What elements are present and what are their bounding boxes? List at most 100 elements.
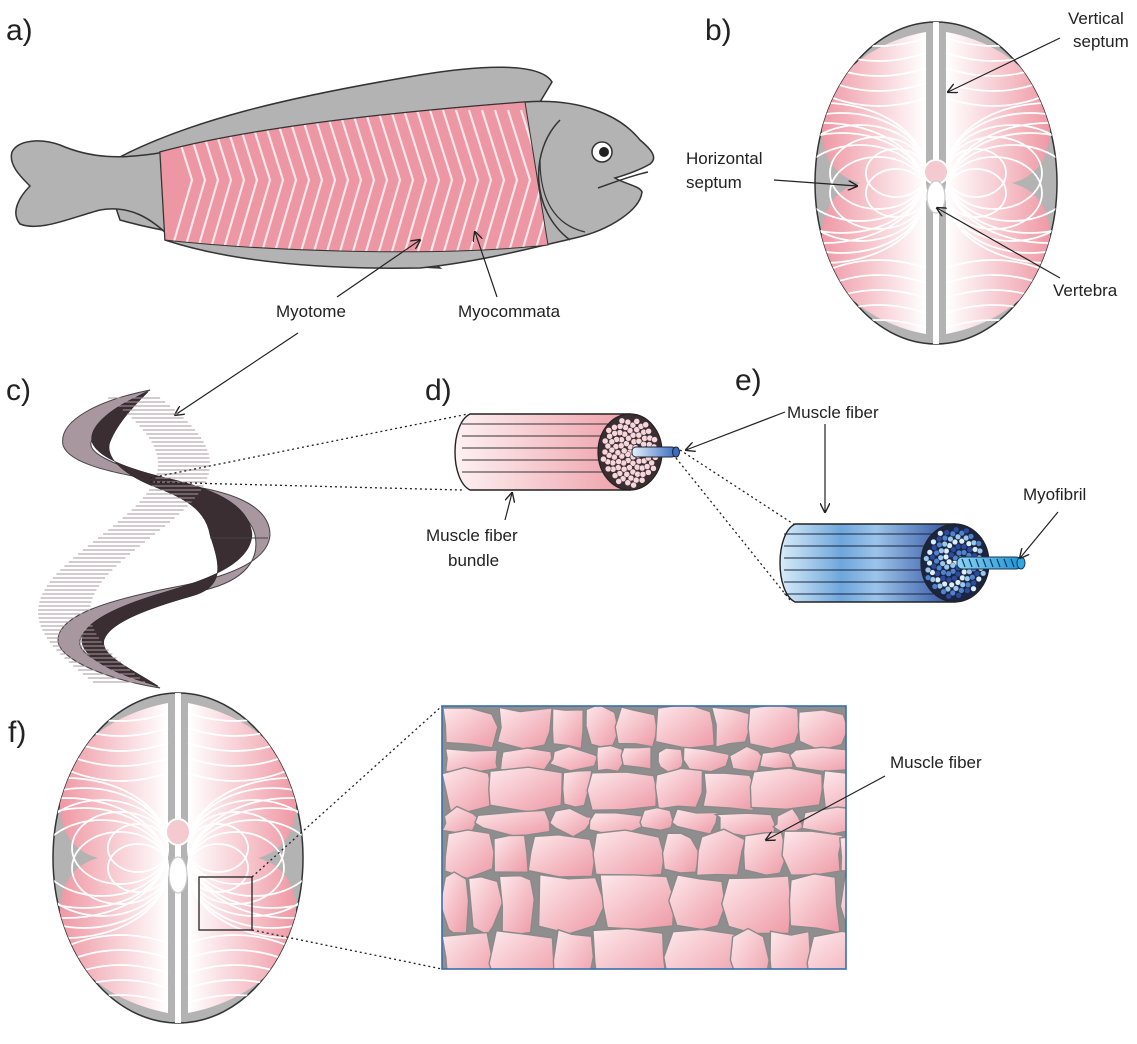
muscle-fiber-detail [780,524,1025,602]
fiber-end-dot [640,471,646,477]
fiber-end-dot [631,482,637,488]
myofibril-end-dot [935,571,941,577]
muscle-fiber-cell [789,874,840,933]
panel-letter-e: e) [735,364,762,397]
arrow-bundle [505,493,512,520]
muscle-fiber-cell [840,835,902,876]
fiber-end-dot [641,441,647,447]
muscle-fiber-cell [445,830,494,879]
label-vertical-septum-1: Vertical [1068,9,1124,28]
myotome-shape [38,390,270,688]
fiber-end-dot [602,438,608,444]
fiber-end-dot [650,465,656,471]
myofibril-end-dot [965,588,971,594]
myofibril-end-dot [967,547,973,553]
muscle-fiber-cell [703,773,755,811]
muscle-fiber-cell [489,767,563,812]
panel-letter-d: d) [425,374,452,407]
fiber-end-dot [611,424,617,430]
muscle-fiber-cell [497,707,552,749]
myofibril-end-dot [961,569,967,575]
label-muscle-fiber-f: Muscle fiber [890,753,982,772]
muscle-fiber-cell [442,767,493,813]
fiber-end-dot [625,419,631,425]
muscle-fiber-cell [489,931,555,988]
myofibril-end-dot [965,576,971,582]
muscle-fiber-cell [696,829,745,875]
muscle-fiber-cell [782,831,843,875]
fiber-end-dot [616,478,622,484]
label-myotome: Myotome [276,302,346,321]
myofibril-end-dot [956,593,962,599]
zoom-line-d-e-bottom [676,458,790,600]
muscle-fiber-cell [494,835,528,872]
myofibril-end-dot [931,539,937,545]
muscle-fiber-cell [722,876,791,934]
muscle-fiber-cell [823,771,898,811]
myofibril-end-dot [961,550,967,556]
muscle-fiber-cell [442,933,492,989]
fiber-end-dot [606,427,612,433]
muscle-fiber-cell [593,929,667,988]
fiber-end-dot [600,456,606,462]
myofibril-end-dot [931,545,937,551]
muscle-fiber-cell [750,768,822,809]
label-vertebra: Vertebra [1053,281,1118,300]
muscle-fiber-cell [587,772,656,810]
muscle-fiber-cell [748,705,799,749]
muscle-fiber-cell [760,751,793,769]
myofibril-end-dot [960,582,966,588]
arrow-myofibril [1020,512,1058,558]
myofibril-end-dot [940,575,946,581]
myofibril-end-dot [925,575,931,581]
myofibril-end-dot [956,550,962,556]
muscle-fiber-cell [712,707,751,747]
myofibril-end-dot [941,589,947,595]
muscle-fiber-cell [443,708,498,748]
myofibril-end-dot [944,548,950,554]
label-myocommata: Myocommata [458,302,561,321]
muscle-fiber-cell [553,930,593,987]
muscle-tissue-closeup [440,704,901,991]
myofibril-end-dot [971,580,977,586]
cross-section-b [722,13,1137,353]
label-horizontal-septum-2: septum [686,173,742,192]
myofibril-end-dot [934,550,940,556]
myofibril-end-dot [949,552,955,558]
muscle-fiber-cell [798,710,848,751]
fiber-end-dot [652,437,658,443]
panel-letter-a: a) [6,14,33,47]
muscle-fiber-cell [802,807,869,834]
fiber-end-dot [607,433,613,439]
myofibril-end-dot [935,577,941,583]
myofibril-end-dot [942,541,948,547]
label-myofibril: Myofibril [1023,485,1086,504]
label-bundle-2: bundle [448,551,499,570]
fiber-end-dot [634,418,640,424]
myofibril-end-dot [970,574,976,580]
myofibril-end-dot [937,542,943,548]
muscle-fiber-cell [730,928,769,991]
myofibril-end-dot [965,582,971,588]
myofibril-end-dot [953,527,959,533]
muscle-fiber-cell [597,746,626,772]
myofibril-end-dot [980,571,986,577]
myofibril-end-dot [968,534,974,540]
muscle-fiber-cell [640,808,673,831]
myofibril-end-dot [925,567,931,573]
myofibril-end-dot [966,541,972,547]
panel-letter-f: f) [8,716,26,749]
myofibril-end-dot [944,530,950,536]
muscle-fiber-cell [539,875,605,934]
muscle-fiber-cell [807,931,880,991]
myofibril-end-dot [948,536,954,542]
myofibril-end-dot [927,549,933,555]
fiber-end-dot [605,466,611,472]
myofibril-end-dot [936,536,942,542]
fiber-end-dot [602,449,608,455]
myofibril-end-dot [976,541,982,547]
fiber-end-dot [619,418,625,424]
myofibril-end-dot [946,594,952,600]
